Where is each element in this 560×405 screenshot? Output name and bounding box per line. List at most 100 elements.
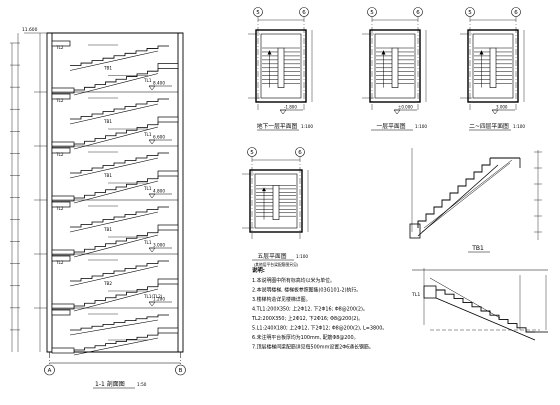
drawing-line (73, 234, 159, 258)
beam-tag: TB2 (103, 281, 112, 286)
section-top-elevation: 11.600 (22, 27, 38, 33)
drawing-line (417, 164, 499, 237)
outline (391, 47, 399, 88)
drawing-line (73, 337, 159, 356)
plan-scale: 1:100 (513, 124, 525, 129)
drawing-line (69, 211, 159, 233)
beam-tag: TL1 (143, 78, 152, 83)
stair-profile (73, 230, 159, 255)
axis-bubble (299, 7, 309, 17)
drawing-line (73, 288, 159, 312)
outline (51, 347, 75, 354)
outline (51, 201, 71, 208)
elevation-label: 1.200 (153, 297, 165, 302)
drawing-line (69, 265, 159, 287)
stair-profile (73, 122, 159, 147)
section-title: 1-1 剖面图 (95, 380, 125, 388)
elevation-label: 3.000 (153, 243, 165, 248)
beam-tag: TL2 (55, 152, 64, 157)
stair-profile (70, 152, 169, 174)
drawing-line (69, 50, 159, 71)
outline (51, 141, 75, 148)
beam-tag: TL1 (143, 186, 152, 191)
up-arrow (267, 50, 272, 55)
axis-bubble (175, 364, 186, 376)
outline (254, 173, 298, 229)
drawing-line (73, 180, 159, 204)
plan-title: 五层平面图 (258, 252, 287, 260)
note-line: 2.本说明楼梯, 楼梯板参照图集(03G101-2)执行。 (252, 287, 361, 294)
beam-tag: TL1 (143, 132, 152, 137)
axis-label-right: B (179, 368, 183, 374)
drawing-line (421, 162, 511, 233)
elevation-marker (148, 247, 156, 253)
note-line: 7.顶层楼梯间梁配筋详见每500mm设置2Φ6通长钢筋。 (252, 344, 374, 351)
plan-axis-left: 5 (370, 10, 374, 16)
stair-profile (436, 289, 535, 333)
plan-title: 二~四层平面图 (469, 122, 509, 130)
outline (157, 224, 179, 231)
drawing-line (435, 297, 536, 341)
plan-axis-left: 5 (468, 10, 472, 16)
plan-axis-right: 6 (514, 10, 518, 16)
axis-bubble (44, 364, 55, 376)
outline (255, 29, 307, 103)
plan-axis-left: 5 (256, 10, 260, 16)
stair-profile (73, 176, 159, 201)
beam-tag: TB1 (103, 173, 112, 178)
detail-tb1: TB1 (409, 148, 542, 253)
axis-label-left: A (48, 368, 52, 374)
outline (157, 116, 179, 123)
plan-scale: 1:100 (301, 124, 313, 129)
outline (409, 223, 421, 239)
outline (369, 29, 421, 103)
stair-profile (73, 68, 159, 93)
detail-tb2-tag: TL1 (411, 292, 420, 298)
elevation-marker (393, 109, 401, 115)
up-arrow (381, 50, 386, 55)
stair-profile (417, 158, 491, 228)
outline (423, 285, 437, 299)
beam-tag: TB1 (103, 227, 112, 232)
axis-bubble (413, 7, 423, 17)
beam-tag: TB1 (103, 66, 112, 71)
axis-bubble (367, 7, 377, 17)
drawing-line (69, 157, 159, 179)
plan-scale: 1:100 (415, 124, 427, 129)
outline (51, 249, 75, 256)
outline (157, 63, 179, 69)
stair-profile (70, 314, 169, 331)
stair-profile (70, 98, 169, 120)
elevation-marker (148, 139, 156, 145)
outline (51, 93, 71, 100)
plan-title: 一层平面图 (377, 122, 406, 130)
detail-tb2: TL1 (411, 268, 548, 341)
beam-tag: TB1 (103, 119, 112, 124)
beam-tag: TL2 (55, 45, 64, 50)
axis-bubble (295, 147, 305, 157)
note-line: 6.未注明平台板厚均为100mm, 配筋Φ8@200。 (252, 334, 359, 341)
elevation-marker (491, 109, 499, 115)
outline (249, 169, 303, 233)
outline (472, 33, 514, 99)
stair-profile (70, 206, 169, 228)
up-arrow (479, 50, 484, 55)
outline (51, 303, 75, 310)
outline (157, 327, 179, 334)
outline (272, 185, 280, 220)
outline (51, 309, 71, 316)
drawing-line (69, 103, 159, 125)
elevation-marker (279, 109, 287, 115)
drawing-line (73, 73, 159, 96)
outline (467, 29, 519, 103)
stair-profile (70, 260, 169, 282)
elevation-marker (148, 193, 156, 199)
beam-tag: TL1(TL2) (143, 294, 163, 299)
